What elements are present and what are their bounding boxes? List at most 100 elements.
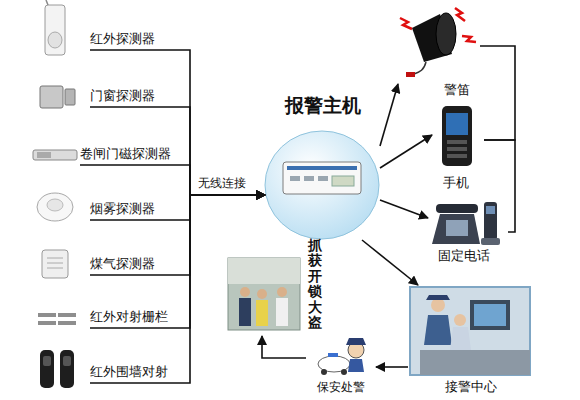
connector-arrow	[376, 366, 408, 368]
node-label: 报警主机	[255, 94, 390, 118]
node-label: 红外围墙对射	[90, 364, 168, 380]
detector-label-box: 红外围墙对射	[90, 363, 170, 383]
connector-label: 无线连接	[196, 176, 248, 191]
photo-frame	[410, 287, 530, 375]
officer-cap	[426, 295, 450, 300]
gas-detector-icon	[42, 250, 68, 278]
landline-keypad	[446, 220, 468, 236]
connector-arrow	[484, 140, 515, 232]
gas-slot	[47, 268, 63, 269]
person-head	[240, 287, 250, 297]
landline-base	[432, 214, 480, 244]
landline-phone-icon	[432, 202, 500, 245]
host-button	[290, 176, 300, 181]
security-node: 保安处警	[306, 336, 376, 398]
connector-arrow	[90, 50, 265, 195]
node-label: 保安处警	[306, 380, 376, 395]
person-body	[276, 298, 288, 326]
reception-center-photo	[410, 287, 530, 375]
node-label: 门窗探测器	[90, 88, 155, 104]
connector-arrow	[90, 195, 265, 220]
security-response-icon	[318, 338, 366, 375]
monitor	[470, 300, 510, 330]
detector-label-box: 烟雾探测器	[90, 200, 157, 220]
person-head	[277, 287, 287, 297]
gas-slot	[47, 258, 63, 259]
connector-arrow	[362, 240, 418, 285]
siren-flash	[455, 8, 465, 21]
photo-wall	[228, 258, 300, 284]
node-label: 烟雾探测器	[90, 201, 155, 217]
fence-bar	[58, 321, 76, 325]
host-display	[332, 176, 354, 186]
detector-label-box: 红外探测器	[90, 30, 157, 50]
rolling-door-detector-icon	[33, 150, 77, 160]
arrest-photo-node: 抓获开锁大盗	[228, 238, 330, 336]
fence-bar	[38, 313, 56, 317]
car-wheel	[341, 369, 347, 375]
host-button	[304, 176, 314, 181]
mobile-phone-icon	[442, 106, 472, 166]
console-desk	[420, 350, 530, 375]
photo-frame	[228, 258, 300, 330]
detector-label-box: 煤气探测器	[90, 255, 157, 275]
connector-arrow	[262, 336, 306, 358]
reception-center-node: 接警中心	[408, 285, 534, 398]
mobile-node: 手机	[432, 102, 484, 194]
connector-arrow	[380, 200, 428, 218]
pir-lens	[48, 32, 62, 48]
node-label: 接警中心	[408, 379, 534, 395]
siren-flash	[462, 36, 476, 42]
officer-body	[450, 327, 471, 350]
arrest-photo	[228, 258, 300, 330]
car-light	[328, 353, 338, 357]
node-label: 手机	[443, 175, 469, 191]
smoke-center	[47, 199, 63, 211]
connector-arrow	[90, 195, 265, 383]
alarm-host-node: 报警主机	[265, 130, 380, 240]
host-ellipse	[265, 131, 379, 239]
connector-arrow	[480, 46, 515, 140]
gas-slot	[47, 263, 63, 264]
monitor-screen	[474, 304, 506, 326]
person-body	[239, 298, 251, 326]
phone-keys	[447, 140, 467, 144]
node-label: 红外对射栅栏	[90, 309, 168, 325]
person-body	[256, 300, 268, 326]
beam-lens	[63, 356, 71, 366]
guard-body	[348, 359, 364, 372]
siren-icon	[400, 8, 476, 77]
pir-detector-icon	[45, 0, 65, 55]
phone-keys	[447, 154, 467, 158]
node-label: 红外探测器	[90, 31, 155, 47]
officer-head	[431, 298, 445, 312]
detector-label-box: 红外对射栅栏	[90, 308, 170, 328]
person-head	[257, 289, 267, 299]
door-sensor-body	[40, 86, 63, 108]
door-detector-icon	[40, 86, 75, 108]
car-wheel	[321, 369, 327, 375]
gas-body	[42, 250, 68, 278]
cordless-handset	[484, 202, 497, 240]
detector-label-box: 卷闸门磁探测器	[80, 145, 173, 165]
officer-body	[424, 315, 452, 345]
host-button	[318, 176, 328, 181]
landline-handset	[436, 204, 478, 213]
pir-body	[45, 5, 65, 55]
officer-head	[454, 314, 466, 326]
siren-plug	[406, 72, 415, 77]
phone-body	[442, 106, 472, 166]
guard-cap	[346, 338, 366, 345]
phone-keys	[447, 147, 467, 151]
connector-arrow	[80, 165, 265, 195]
connector-arrow	[380, 135, 432, 168]
beam-lens	[43, 356, 51, 366]
siren-wire	[414, 62, 426, 74]
node-label: 煤气探测器	[90, 256, 155, 272]
node-label: 固定电话	[438, 248, 490, 264]
node-label: 卷闸门磁探测器	[80, 146, 171, 162]
connector-arrow	[90, 195, 265, 275]
fence-bar	[38, 321, 56, 325]
beam-unit	[60, 350, 74, 388]
